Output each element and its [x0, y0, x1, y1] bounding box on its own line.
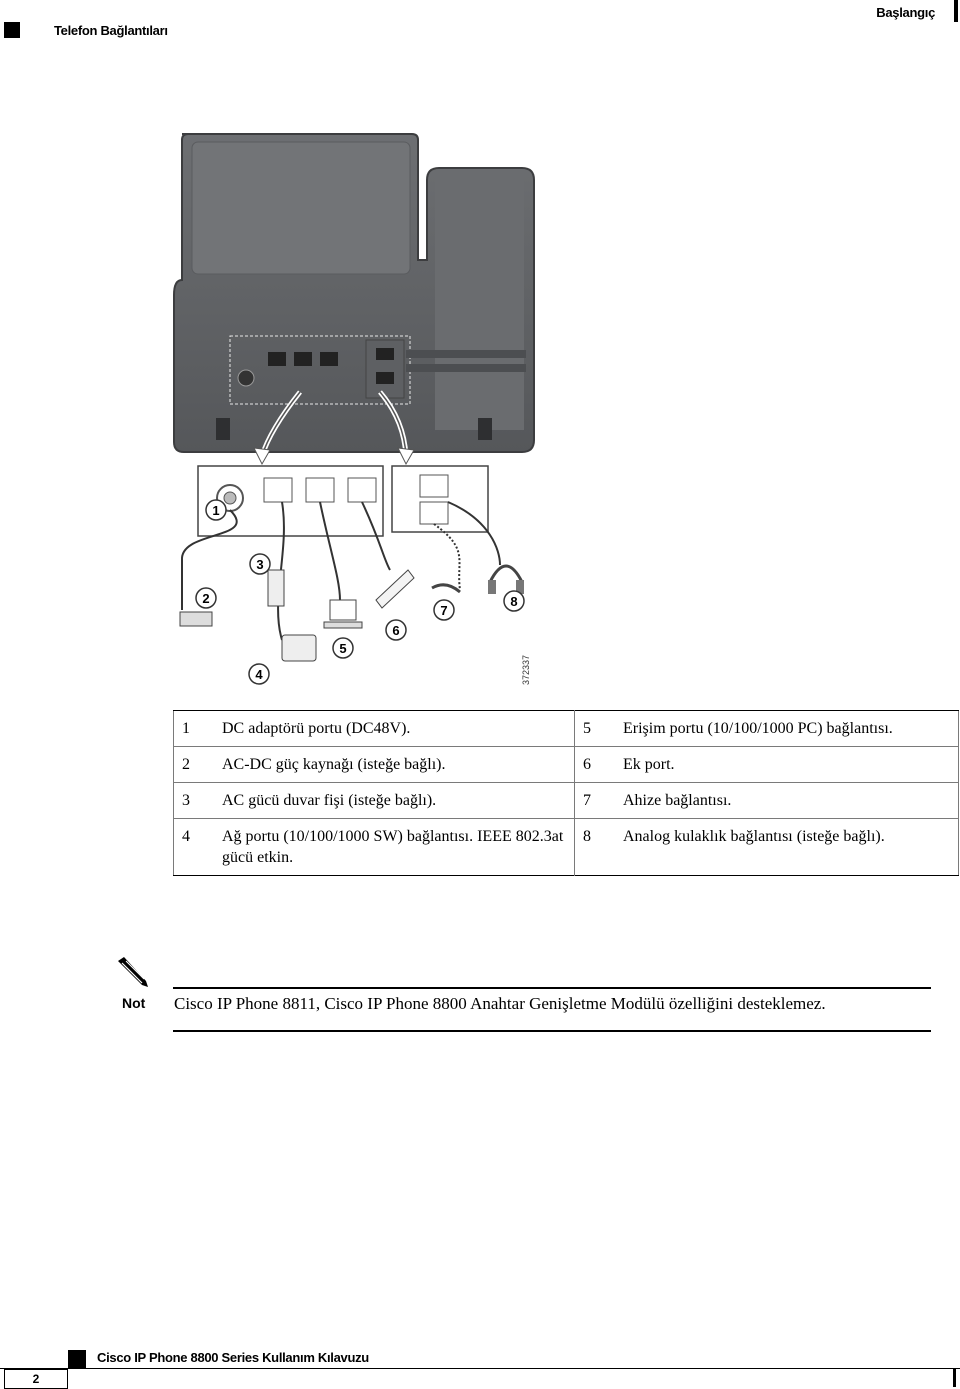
note-divider-top [173, 987, 931, 989]
callout-2: 2 [202, 591, 209, 606]
callout-8: 8 [510, 594, 517, 609]
footer-marker [68, 1350, 86, 1368]
header-marker [4, 22, 20, 38]
page-number: 2 [4, 1369, 68, 1389]
phone-connections-diagram: 1 2 3 4 5 6 7 8 [173, 133, 535, 685]
legend-number: 6 [583, 756, 591, 773]
table-row: 4 Ağ portu (10/100/1000 SW) bağlantısı. … [173, 818, 959, 876]
legend-number: 4 [182, 828, 190, 845]
table-row: 1 DC adaptörü portu (DC48V). 5 Erişim po… [173, 710, 959, 747]
header-section-title: Telefon Bağlantıları [54, 23, 168, 38]
callout-4: 4 [255, 667, 263, 682]
callout-1: 1 [212, 503, 219, 518]
legend-text: Erişim portu (10/100/1000 PC) bağlantısı… [623, 720, 893, 737]
header-chapter-title: Başlangıç [876, 5, 935, 20]
legend-table: 1 DC adaptörü portu (DC48V). 5 Erişim po… [173, 710, 959, 876]
note-divider-bottom [173, 1030, 931, 1032]
note-label: Not [122, 995, 146, 1011]
footer-book-title: Cisco IP Phone 8800 Series Kullanım Kıla… [97, 1350, 369, 1365]
legend-text: Ağ portu (10/100/1000 SW) bağlantısı. IE… [214, 818, 575, 876]
legend-number: 8 [583, 828, 591, 845]
footer-right-bar [953, 1369, 956, 1387]
phone-back-body [173, 133, 535, 453]
callout-7: 7 [440, 603, 447, 618]
legend-number: 3 [182, 792, 190, 809]
legend-text: AC-DC güç kaynağı (isteğe bağlı). [214, 746, 575, 783]
legend-number: 5 [583, 720, 591, 737]
figure-id: 372337 [521, 654, 531, 685]
footer-rule [0, 1368, 960, 1369]
legend-text: DC adaptörü portu (DC48V). [214, 710, 575, 747]
legend-text: Ahize bağlantısı. [623, 792, 732, 809]
note-text: Cisco IP Phone 8811, Cisco IP Phone 8800… [174, 994, 826, 1013]
table-row: 2 AC-DC güç kaynağı (isteğe bağlı). 6 Ek… [173, 746, 959, 783]
legend-number: 7 [583, 792, 591, 809]
legend-number: 1 [182, 720, 190, 737]
header-right-bar [954, 0, 958, 22]
callout-5: 5 [339, 641, 346, 656]
legend-text: Analog kulaklık bağlantısı (isteğe bağlı… [623, 828, 885, 845]
callout-3: 3 [256, 557, 263, 572]
pencil-icon [118, 957, 148, 987]
legend-text: AC gücü duvar fişi (isteğe bağlı). [214, 782, 575, 819]
table-row: 3 AC gücü duvar fişi (isteğe bağlı). 7 A… [173, 782, 959, 819]
callout-6: 6 [392, 623, 399, 638]
legend-text: Ek port. [623, 756, 675, 773]
legend-number: 2 [182, 756, 190, 773]
